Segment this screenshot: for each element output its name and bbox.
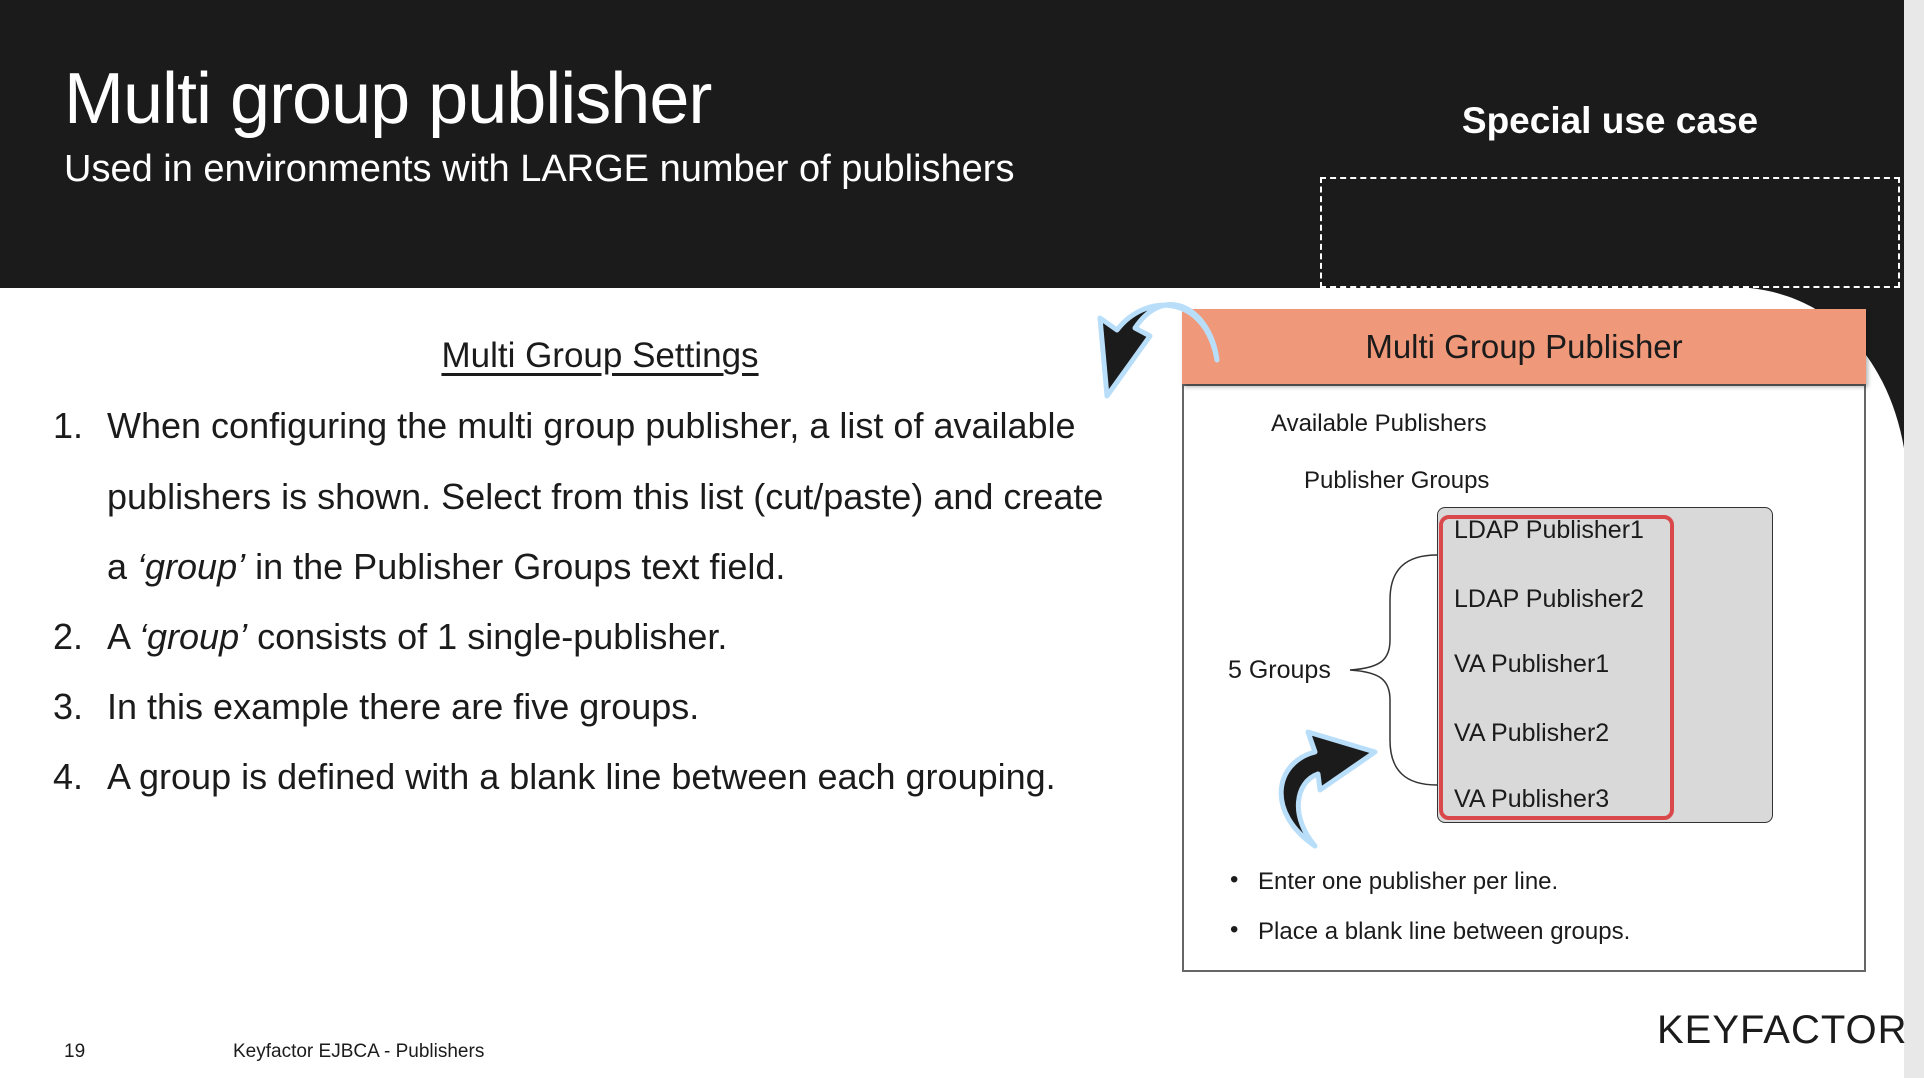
item-number: 2. xyxy=(53,616,84,657)
brace-icon xyxy=(1349,554,1438,786)
slide-header xyxy=(0,0,1904,288)
list-item-cont: a ‘group’ in the Publisher Groups text f… xyxy=(107,546,785,588)
item-number: 1. xyxy=(53,405,84,446)
bullet-icon: • xyxy=(1230,916,1239,943)
item-text: A group is defined with a blank line bet… xyxy=(107,756,1056,797)
curved-arrow-left-icon xyxy=(1097,302,1220,399)
note-text: Place a blank line between groups. xyxy=(1258,918,1631,945)
highlight-box xyxy=(1439,515,1674,820)
publisher-groups-textarea[interactable] xyxy=(1437,507,1773,823)
item-text: When configuring the multi group publish… xyxy=(107,405,1076,446)
item-text: a xyxy=(107,546,138,587)
publisher-groups-label: Publisher Groups xyxy=(1304,467,1490,494)
publisher-entry: VA Publisher3 xyxy=(1454,785,1610,813)
page-subtitle: Used in environments with LARGE number o… xyxy=(64,148,1015,190)
item-text: A xyxy=(107,616,140,657)
list-item: 3. In this example there are five groups. xyxy=(53,686,699,728)
footer-text: Keyfactor EJBCA - Publishers xyxy=(233,1041,485,1062)
header-curve xyxy=(1500,288,1904,448)
list-item: 1. When configuring the multi group publi… xyxy=(53,405,1076,447)
publisher-entry: LDAP Publisher1 xyxy=(1454,516,1644,544)
list-item-cont: publishers is shown. Select from this li… xyxy=(107,476,1104,517)
groups-count-label: 5 Groups xyxy=(1228,656,1331,684)
item-text: in the Publisher Groups text field. xyxy=(245,546,786,587)
publisher-entry: VA Publisher1 xyxy=(1454,650,1610,678)
bullet-icon: • xyxy=(1230,866,1239,893)
settings-heading: Multi Group Settings xyxy=(441,336,759,375)
keyfactor-logo: KEYFACTOR xyxy=(1657,1008,1908,1052)
publisher-entry: LDAP Publisher2 xyxy=(1454,585,1644,613)
window-edge xyxy=(1904,0,1924,1078)
panel-title: Multi Group Publisher xyxy=(1182,309,1866,384)
item-text: In this example there are five groups. xyxy=(107,686,700,727)
page-number: 19 xyxy=(64,1041,86,1062)
item-italic: ‘group’ xyxy=(139,616,248,657)
list-item: 4. A group is defined with a blank line b… xyxy=(53,756,1056,798)
page-title: Multi group publisher xyxy=(64,59,712,139)
item-text: consists of 1 single-publisher. xyxy=(247,616,728,657)
note-text: Enter one publisher per line. xyxy=(1258,868,1559,895)
item-number: 3. xyxy=(53,686,84,727)
item-number: 4. xyxy=(53,756,84,797)
curved-arrow-right-icon xyxy=(1278,729,1378,849)
publisher-entry: VA Publisher2 xyxy=(1454,719,1610,747)
list-item: 2. A ‘group’ consists of 1 single-publish… xyxy=(53,616,727,658)
available-publishers-label: Available Publishers xyxy=(1271,410,1487,437)
item-italic: ‘group’ xyxy=(137,546,246,587)
special-use-case-label: Special use case xyxy=(1461,100,1759,141)
placeholder-box xyxy=(1320,177,1900,288)
